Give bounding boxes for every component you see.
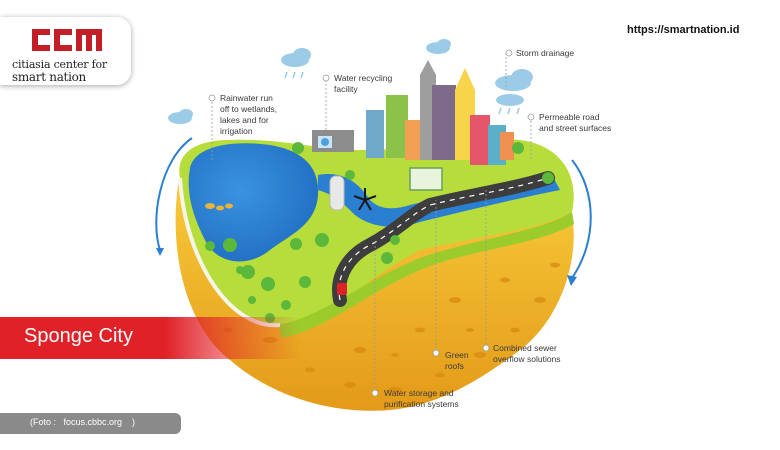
- logo[interactable]: citiasia center for smart nation: [0, 17, 131, 85]
- logo-mark-icon: [32, 29, 102, 51]
- logo-text-line2: smart nation: [12, 70, 86, 84]
- callout-line: overflow solutions: [493, 354, 561, 364]
- callout-line: Water recycling: [334, 73, 393, 83]
- greenhouse: [409, 167, 443, 191]
- logo-text-line1: citiasia center for: [12, 58, 107, 71]
- site-url[interactable]: https://smartnation.id: [627, 24, 740, 36]
- photo-credit: (Foto : focus.cbbc.org ): [30, 417, 136, 427]
- cycle-arrow-right: [571, 159, 592, 279]
- page-title: Sponge City: [24, 325, 133, 347]
- recycling-facility: [312, 130, 354, 152]
- callout-rainwater: Rainwater run off to wetlands, lakes and…: [220, 93, 277, 137]
- callout-line: off to wetlands,: [220, 104, 278, 114]
- windmill: [353, 188, 377, 211]
- ducks: [205, 203, 233, 211]
- callout-line: roofs: [445, 361, 464, 371]
- callout-line: Permeable road: [539, 112, 600, 122]
- silo: [329, 175, 345, 211]
- rain-drops: [284, 71, 520, 115]
- callout-line: Combined sewer: [493, 343, 557, 353]
- clouds: [168, 39, 533, 124]
- callout-storage: Water storage and purification systems: [384, 388, 459, 410]
- callout-line: Storm drainage: [516, 48, 575, 58]
- callout-green-roofs: Green roofs: [445, 350, 469, 372]
- cycle-arrow-left: [155, 137, 193, 251]
- trees: [205, 142, 554, 323]
- callout-line: and street surfaces: [539, 123, 612, 133]
- callout-line: Water storage and: [384, 388, 454, 398]
- photo-credit-bar: [0, 413, 181, 434]
- callout-line: purification systems: [384, 399, 459, 409]
- callout-line: facility: [334, 84, 358, 94]
- callout-recycling: Water recycling facility: [334, 73, 392, 95]
- title-band: [0, 317, 300, 359]
- car: [337, 283, 347, 295]
- grass-edge: [278, 212, 574, 338]
- callout-line: Rainwater run: [220, 93, 273, 103]
- callout-storm: Storm drainage: [516, 48, 574, 59]
- callout-line: irrigation: [220, 126, 253, 136]
- lake: [188, 143, 319, 262]
- callout-permeable: Permeable road and street surfaces: [539, 112, 611, 134]
- city-buildings: [366, 60, 514, 165]
- callout-line: lakes and for: [220, 115, 269, 125]
- callout-line: Green: [445, 350, 469, 360]
- callout-sewer: Combined sewer overflow solutions: [493, 343, 561, 365]
